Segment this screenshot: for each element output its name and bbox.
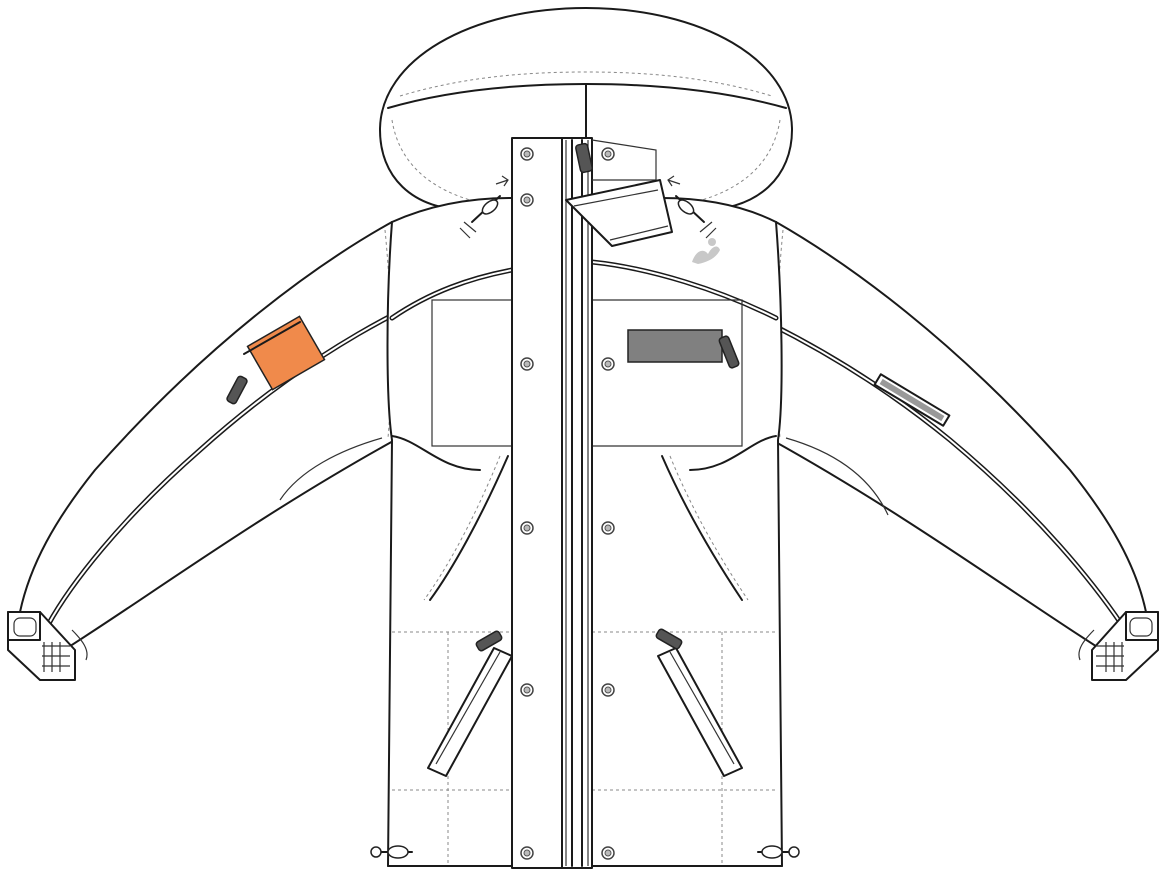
right-sleeve-zip-pocket (873, 373, 951, 427)
right-cuff (1078, 611, 1159, 681)
snap-button-icon (601, 357, 615, 371)
snap-button-icon (601, 846, 615, 860)
snap-button-icon (601, 147, 615, 161)
drawcord-toggle-icon (757, 845, 800, 859)
snap-button-icon (520, 193, 534, 207)
drawcord-toggle-icon (370, 845, 413, 859)
snap-button-icon (520, 683, 534, 697)
snap-button-icon (520, 147, 534, 161)
snap-button-icon (520, 521, 534, 535)
snap-button-icon (520, 846, 534, 860)
left-sleeve-pocket (226, 315, 326, 405)
right-side-pocket-line (661, 455, 743, 601)
front-placket (511, 137, 657, 869)
drawcord-toggle-icon (667, 175, 717, 239)
left-lower-pocket (427, 630, 513, 777)
snap-button-icon (601, 521, 615, 535)
zipper-puller-icon (575, 142, 593, 174)
left-side-pocket-line (429, 455, 509, 601)
snap-button-icon (520, 357, 534, 371)
right-lower-pocket (655, 628, 743, 777)
brand-logo-icon (692, 238, 720, 264)
chest-pocket-zip (627, 329, 740, 369)
collar-tab (565, 179, 673, 247)
snap-buttons (520, 147, 615, 860)
drawcord-toggle-icon (459, 175, 509, 239)
left-cuff (7, 611, 88, 681)
snap-button-icon (601, 683, 615, 697)
